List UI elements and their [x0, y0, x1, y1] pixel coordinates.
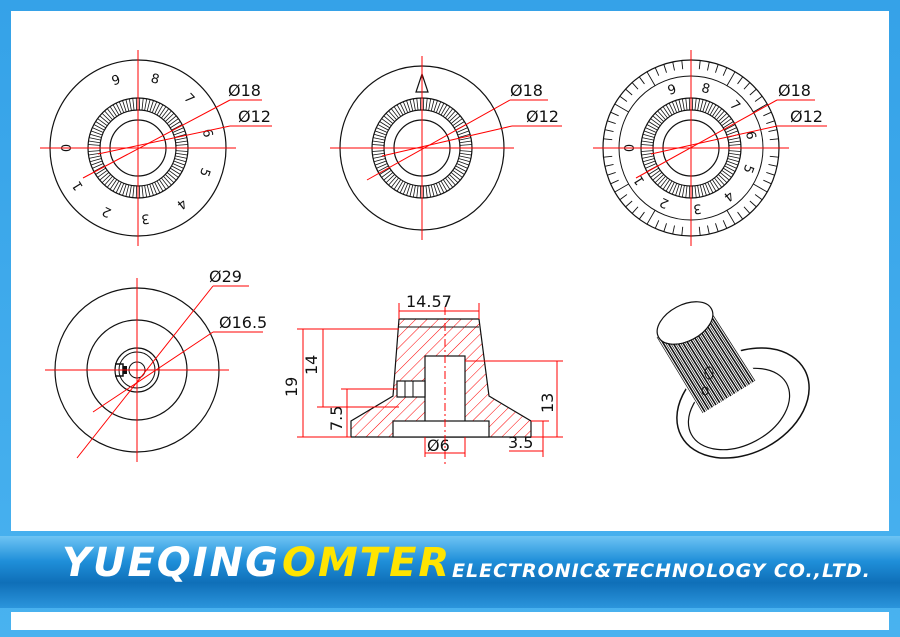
dial-number: 8 — [149, 71, 161, 88]
dial-number: 5 — [739, 162, 756, 175]
dim-body-height-label: 14 — [302, 355, 321, 375]
dial-number: 1 — [70, 178, 87, 193]
dim-skirt-height-label: 13 — [538, 393, 557, 413]
dial-number: 2 — [100, 203, 114, 220]
dial-number: 9 — [666, 82, 679, 99]
dim-d18-label: Ø18 — [778, 81, 811, 100]
dim-total-height-label: 19 — [282, 377, 301, 397]
dial-number: 3 — [140, 210, 150, 226]
dim-d18-label: Ø18 — [510, 81, 543, 100]
knob-3d-view — [655, 301, 810, 459]
brand-tagline: ELECTRONIC&TECHNOLOGY CO.,LTD. — [452, 560, 871, 582]
dim-d16-5-label: Ø16.5 — [219, 313, 267, 332]
dim-d12-label: Ø12 — [526, 107, 559, 126]
knob-pointer: Ø18 Ø12 — [330, 56, 562, 240]
dial-number: 2 — [657, 194, 671, 211]
dial-number: 7 — [726, 98, 743, 114]
dial-number: 6 — [742, 130, 758, 141]
footer-strip — [11, 612, 889, 630]
dial-number: 8 — [700, 81, 712, 98]
brand-name-2: OMTER — [282, 540, 452, 586]
knob-side-section: 14.57 19 14 7.5 13 Ø6 — [282, 292, 563, 467]
dial-number: 5 — [196, 166, 213, 179]
knob-bottom-view: Ø29 Ø16.5 — [45, 267, 267, 462]
dial-number: 3 — [692, 200, 702, 216]
set-screw — [396, 380, 426, 398]
dim-d18-label: Ø18 — [228, 81, 261, 100]
dim-d29-label: Ø29 — [209, 267, 242, 286]
dim-width-label: 14.57 — [406, 292, 452, 311]
dim-bore-label: Ø6 — [427, 436, 450, 455]
dial-number: 9 — [110, 73, 123, 90]
dial-number: 6 — [199, 128, 215, 139]
dim-screw-height-label: 7.5 — [327, 406, 346, 431]
dim-skirt-thickness-label: 3.5 — [508, 433, 533, 452]
dial-number: 4 — [173, 195, 189, 212]
brand-name: YUEQING — [62, 540, 280, 586]
dial-number: 1 — [631, 173, 648, 188]
dim-d12-label: Ø12 — [238, 107, 271, 126]
dim-d12-label: Ø12 — [790, 107, 823, 126]
brand-band — [0, 536, 900, 608]
dial-number: 7 — [180, 91, 197, 107]
dial-number: 4 — [720, 187, 736, 204]
